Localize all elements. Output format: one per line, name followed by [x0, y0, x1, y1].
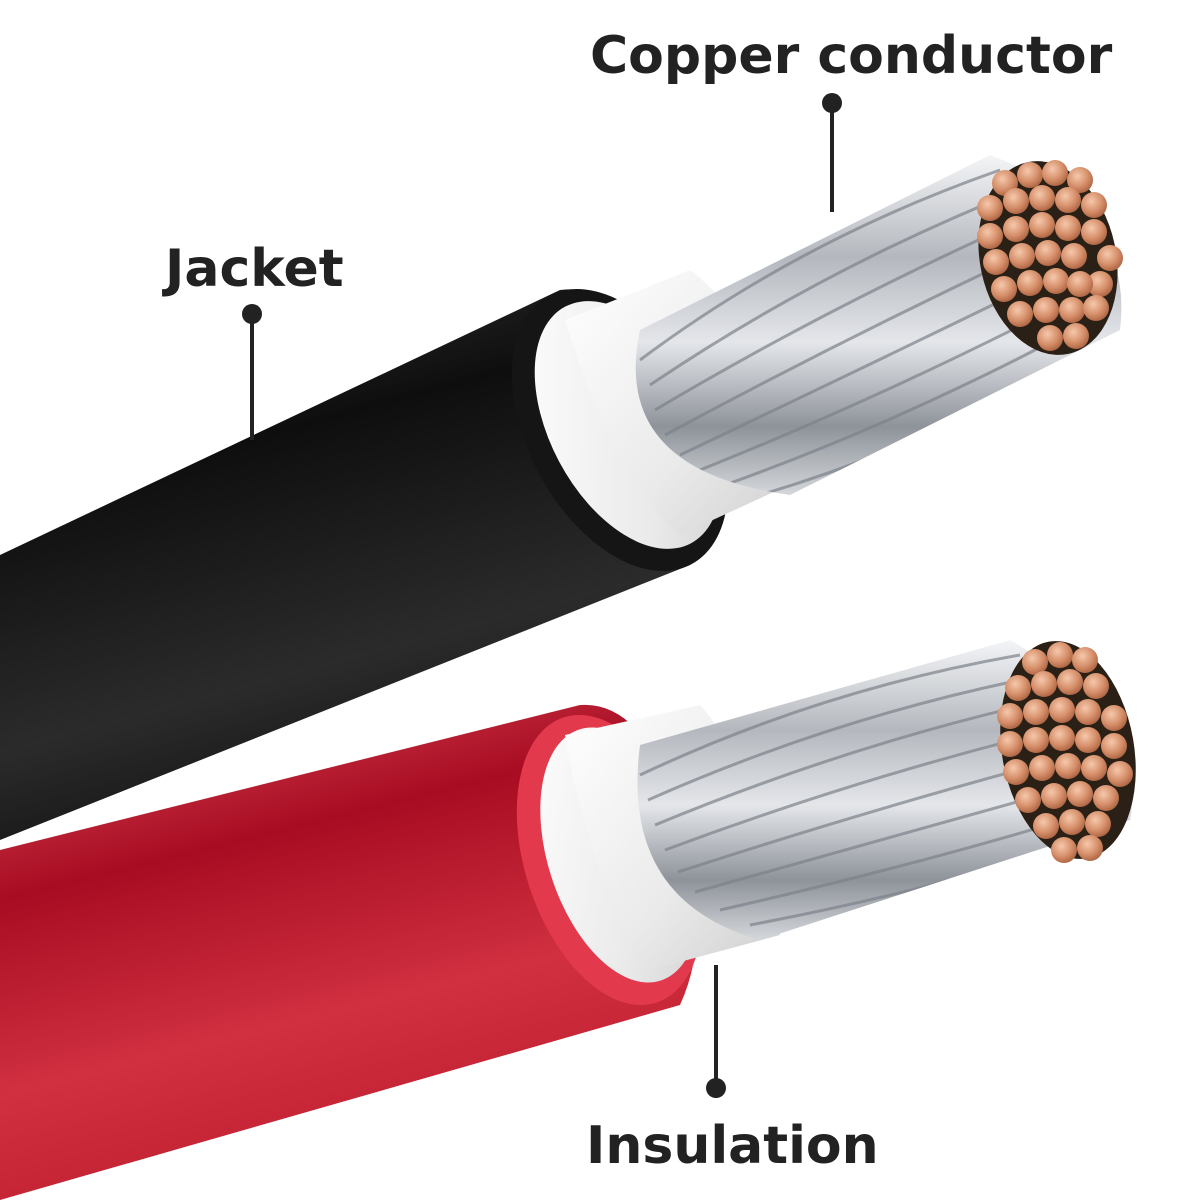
callout-jacket-dot	[242, 304, 262, 324]
callout-insulation-dot	[706, 1078, 726, 1098]
label-copper-conductor: Copper conductor	[590, 26, 1113, 86]
callout-insulation	[706, 965, 726, 1098]
label-insulation: Insulation	[586, 1116, 879, 1176]
callout-copper-dot	[822, 93, 842, 113]
callout-copper	[822, 93, 842, 212]
label-jacket: Jacket	[165, 239, 344, 299]
red-cable	[0, 640, 1136, 1200]
black-copper-strand-ends	[977, 160, 1123, 351]
red-copper-strand-ends	[997, 642, 1133, 863]
black-cable	[0, 155, 1123, 840]
callout-jacket	[242, 304, 262, 440]
